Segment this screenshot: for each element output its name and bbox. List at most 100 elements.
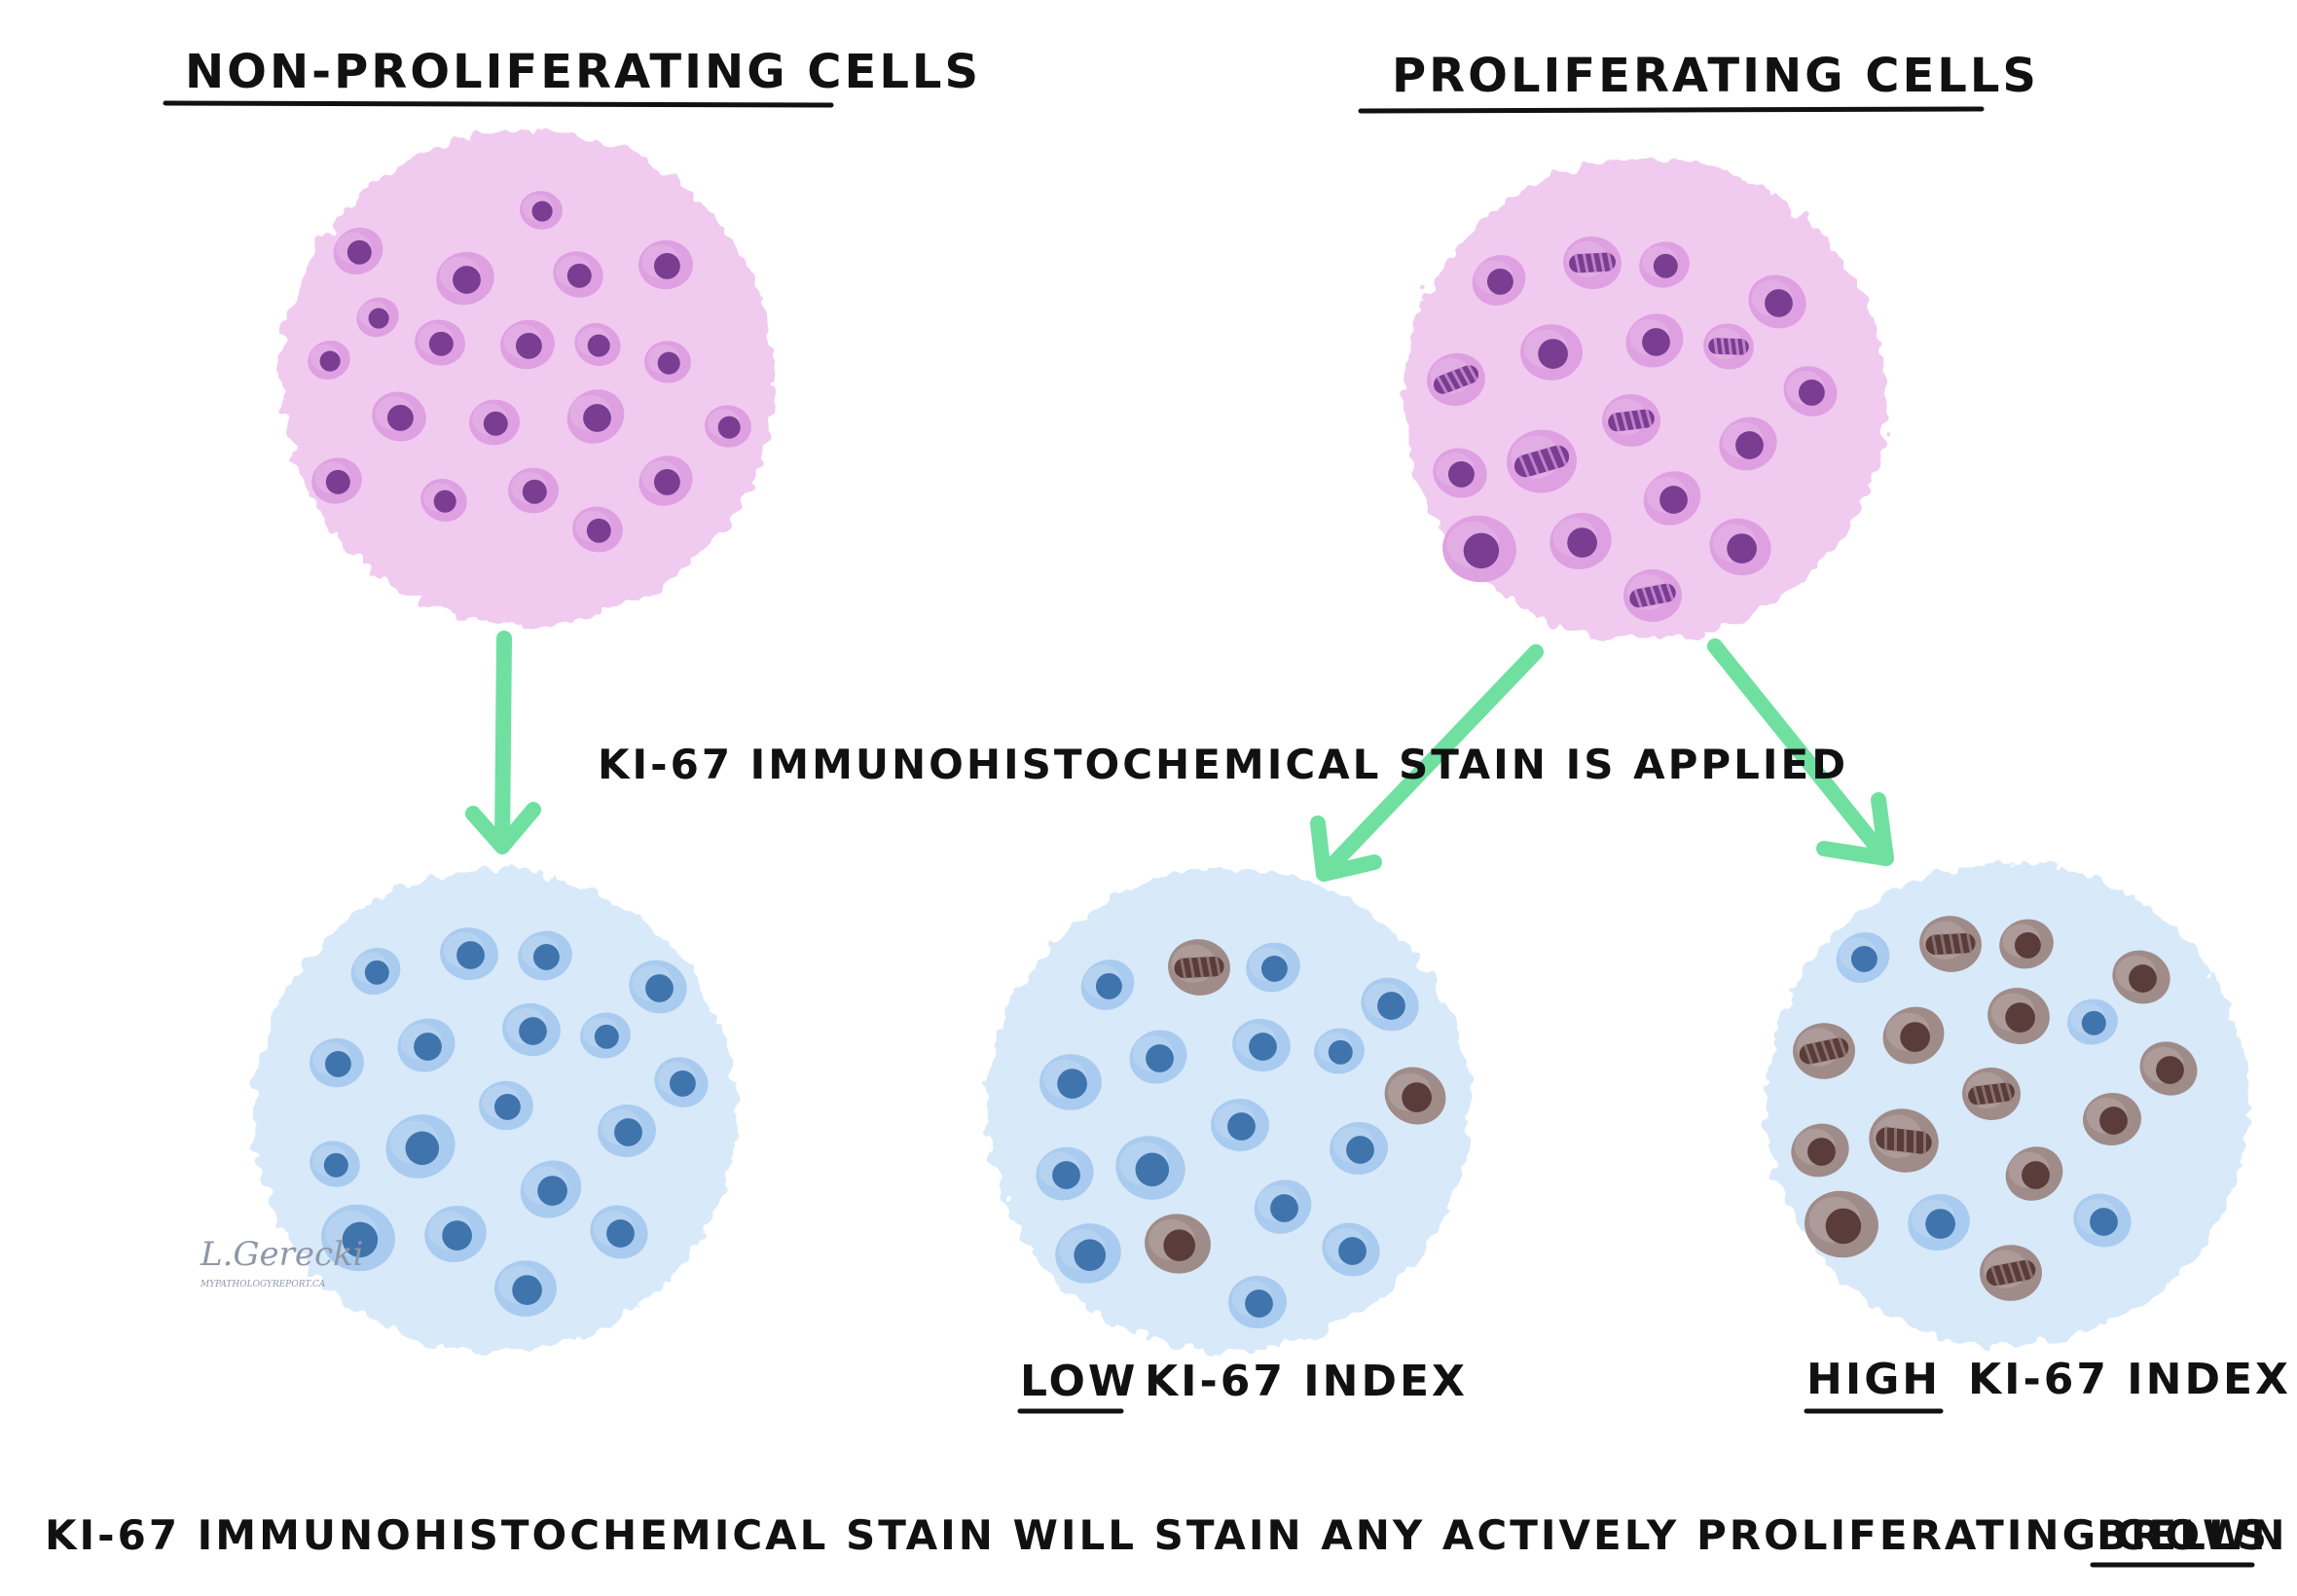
he-cell bbox=[1520, 324, 1583, 381]
he-cell bbox=[574, 322, 621, 367]
tissue-non-proliferating bbox=[280, 130, 775, 625]
he-cell bbox=[1709, 518, 1771, 576]
ki67-negative-cell bbox=[1129, 1030, 1187, 1084]
ki67-positive-cell bbox=[1791, 1123, 1849, 1178]
stain-applied-caption: KI-67 IMMUNOHISTOCHEMICAL STAIN IS APPLI… bbox=[598, 741, 1848, 788]
ki67-positive-cell bbox=[1999, 919, 2054, 969]
ki67-negative-cell bbox=[598, 1104, 656, 1158]
ki67-positive-cell bbox=[1793, 1023, 1855, 1079]
ki67-negative-cell bbox=[310, 1037, 364, 1088]
he-cell bbox=[415, 319, 465, 366]
ki67-negative-cell bbox=[518, 930, 572, 981]
he-cell bbox=[500, 319, 555, 370]
he-cell bbox=[1563, 236, 1622, 290]
he-cell bbox=[638, 239, 693, 290]
ki67-negative-cell bbox=[1228, 1275, 1287, 1329]
he-cell bbox=[1550, 512, 1612, 570]
title-non-proliferating: NON-PROLIFERATING CELLS bbox=[185, 45, 981, 99]
ki67-positive-cell bbox=[2139, 1041, 2198, 1096]
title-underline bbox=[163, 100, 834, 108]
ki67-negative-cell bbox=[1254, 1179, 1312, 1234]
he-cell bbox=[308, 340, 350, 381]
ki67-negative-cell bbox=[1836, 932, 1890, 983]
ki67-negative-cell bbox=[1115, 1136, 1185, 1200]
ki67-positive-cell bbox=[1384, 1067, 1446, 1125]
he-cell bbox=[311, 457, 362, 504]
he-cell bbox=[553, 251, 603, 298]
he-cell bbox=[1472, 255, 1526, 306]
ki67-negative-cell bbox=[321, 1204, 395, 1272]
he-cell bbox=[1602, 393, 1660, 448]
he-cell bbox=[356, 297, 399, 338]
ki67-negative-cell bbox=[502, 1002, 561, 1057]
ki67-negative-cell bbox=[654, 1057, 709, 1107]
he-cell bbox=[1643, 471, 1701, 526]
ki67-negative-cell bbox=[1314, 1028, 1365, 1074]
ki67-negative-cell bbox=[1055, 1223, 1121, 1284]
he-cell bbox=[1442, 515, 1516, 583]
ki67-positive-cell bbox=[1962, 1067, 2021, 1121]
he-cell bbox=[1625, 313, 1684, 368]
arrow-to-high-index bbox=[1707, 638, 1894, 866]
artist-signature: L.Gerecki bbox=[200, 1235, 364, 1274]
ki67-positive-cell bbox=[1869, 1108, 1939, 1173]
ki67-positive-cell bbox=[2112, 950, 2170, 1004]
tissue-stained-negative bbox=[253, 870, 736, 1353]
ki67-negative-cell bbox=[440, 926, 498, 981]
ki67-negative-cell bbox=[1036, 1146, 1094, 1201]
he-cell bbox=[469, 399, 520, 446]
he-cell bbox=[705, 405, 751, 448]
he-cell bbox=[638, 455, 693, 506]
ki67-positive-cell bbox=[1882, 1006, 1945, 1065]
ki67-negative-cell bbox=[580, 1012, 631, 1059]
he-cell bbox=[420, 479, 467, 522]
he-cell bbox=[1507, 429, 1577, 493]
he-cell bbox=[1719, 417, 1777, 471]
ki67-negative-cell bbox=[1211, 1098, 1269, 1152]
ki67-negative-cell bbox=[1080, 960, 1135, 1010]
he-cell bbox=[566, 389, 625, 444]
ki67-negative-cell bbox=[1322, 1222, 1380, 1277]
ki67-positive-cell bbox=[2005, 1146, 2063, 1201]
ki67-negative-cell bbox=[1361, 977, 1419, 1032]
tissue-stained-high-index bbox=[1766, 862, 2248, 1345]
ki67-negative-cell bbox=[397, 1018, 456, 1072]
footer-caption: KI-67 IMMUNOHISTOCHEMICAL STAIN WILL STA… bbox=[45, 1511, 2270, 1559]
ki67-negative-cell bbox=[1039, 1054, 1102, 1110]
he-cell bbox=[520, 191, 563, 230]
ki67-negative-cell bbox=[1246, 942, 1300, 993]
tissue-stained-low-index bbox=[987, 868, 1470, 1351]
he-cell bbox=[1427, 352, 1485, 407]
he-cell bbox=[1783, 366, 1838, 417]
title-underline bbox=[1358, 106, 1985, 114]
he-cell bbox=[1623, 568, 1682, 623]
ki67-negative-cell bbox=[590, 1205, 648, 1259]
he-cell bbox=[1639, 241, 1690, 288]
ki67-positive-cell bbox=[1805, 1190, 1878, 1258]
ki67-negative-cell bbox=[350, 947, 401, 996]
he-cell bbox=[333, 227, 383, 275]
ki67-negative-cell bbox=[629, 960, 687, 1014]
low-label-word: LOW bbox=[1020, 1357, 1138, 1406]
he-cell bbox=[436, 251, 494, 306]
low-label-rest: KI-67 INDEX bbox=[1145, 1357, 1468, 1406]
arrow-down-left bbox=[465, 631, 541, 854]
he-cell bbox=[1433, 448, 1487, 498]
he-cell bbox=[372, 391, 426, 442]
high-label-word: HIGH bbox=[1806, 1355, 1941, 1404]
ki67-negative-cell bbox=[424, 1205, 487, 1263]
ki67-negative-cell bbox=[2073, 1193, 2132, 1248]
title-proliferating: PROLIFERATING CELLS bbox=[1392, 49, 2039, 103]
ki67-negative-cell bbox=[1908, 1193, 1970, 1251]
ki67-negative-cell bbox=[1232, 1018, 1291, 1072]
ki67-negative-cell bbox=[494, 1260, 557, 1317]
artist-website: MYPATHOLOGYREPORT.CA bbox=[200, 1280, 326, 1289]
ki67-positive-cell bbox=[1919, 916, 1982, 972]
ki67-negative-cell bbox=[310, 1141, 360, 1187]
arrow-to-low-index bbox=[1310, 644, 1544, 882]
he-cell bbox=[1748, 274, 1806, 329]
ki67-positive-cell bbox=[1145, 1214, 1211, 1274]
ki67-negative-cell bbox=[1330, 1121, 1388, 1176]
tissue-proliferating bbox=[1404, 158, 1886, 640]
